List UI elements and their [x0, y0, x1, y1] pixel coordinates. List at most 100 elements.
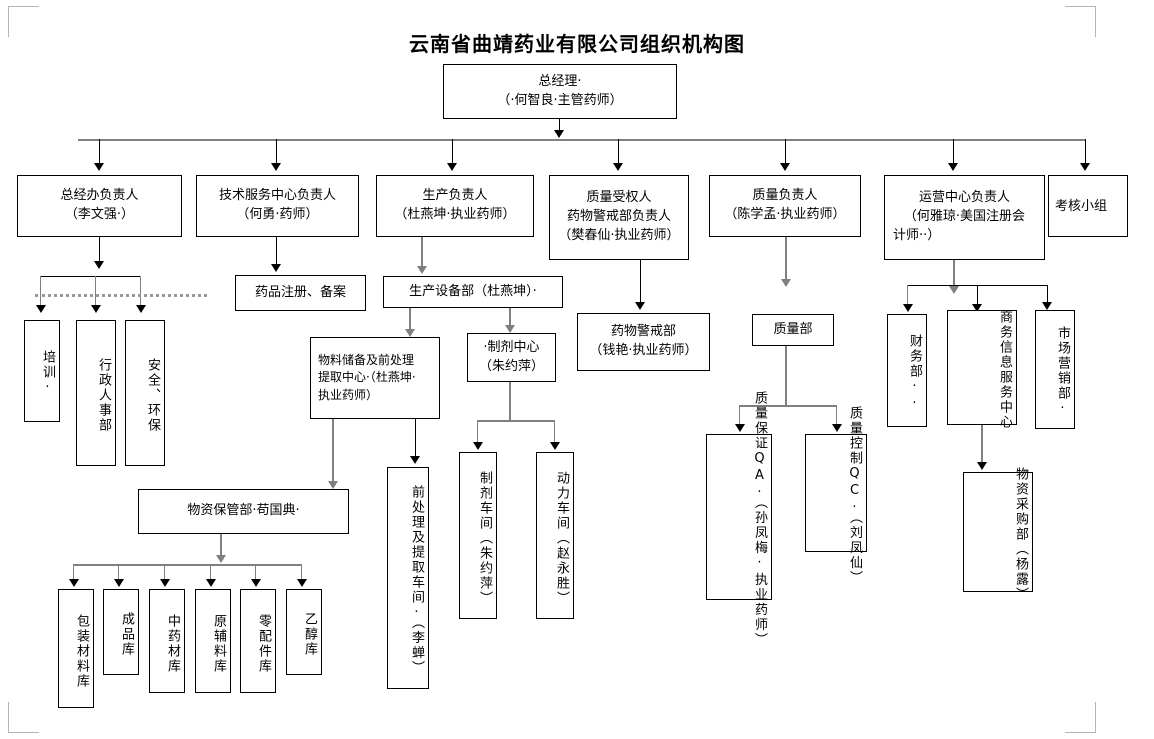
herb-warehouse-label: 中药材库 — [165, 613, 180, 674]
connector-operation-stem — [953, 260, 955, 290]
node-business-info-center: 商务信息服务 中心 — [947, 310, 1017, 430]
node-tech-service-head: 技术服务中心负责人 （何勇·药师） — [196, 175, 359, 237]
arrow-to-prep-center — [505, 325, 515, 333]
node-training: 培训· — [24, 320, 60, 422]
pv-line2: （钱艳·执业药师） — [589, 343, 698, 358]
business-col2: 中心 — [997, 400, 1012, 430]
arrow-to-audit — [1080, 163, 1090, 171]
arrow-to-hr — [91, 305, 101, 313]
arrow-to-safety — [136, 305, 146, 313]
material-center-line2: 提取中心·（杜燕坤· — [318, 370, 416, 385]
connector-prep-drop-2 — [554, 420, 555, 445]
arrow-to-storage-dept — [328, 481, 338, 489]
hr-label: 行政人事部 — [96, 358, 111, 433]
connector-prep-stem — [509, 382, 511, 422]
audit-line1: 考核小组 — [1055, 198, 1108, 214]
prep-center-line2: （朱约萍） — [478, 358, 544, 374]
node-marketing-dept: 市场营销部· — [1035, 310, 1075, 429]
arrow-to-raw-warehouse — [206, 579, 216, 587]
arrow-to-registration — [271, 264, 281, 272]
connector-office-stem — [99, 237, 100, 264]
pretreat-workshop-label: 前处理及提取车间·（李蝉） — [409, 485, 424, 676]
quality-dept-label: 质量部 — [773, 321, 813, 337]
arrow-to-office — [94, 163, 104, 171]
node-packaging-warehouse: 包装材料库 — [58, 589, 94, 708]
connector-wh-drop-1 — [73, 564, 74, 582]
qp-line2: 药物警戒部负责人 — [566, 209, 671, 225]
connector-wh-drop-5 — [255, 564, 256, 582]
connector-op-drop-marketing — [1047, 285, 1048, 305]
node-audit-team: 考核小组 — [1048, 175, 1128, 237]
node-preparation-center: ·制剂中心 （朱约萍） — [467, 333, 556, 382]
node-pretreat-workshop: 前处理及提取车间·（李蝉） — [387, 467, 429, 689]
connector-drop-audit — [1085, 139, 1086, 165]
connector-op-drop-business — [977, 285, 978, 307]
storage-dept-label: 物资保管部·苟国典· — [187, 503, 300, 519]
arrow-to-qa — [735, 424, 745, 432]
node-qualified-person: 质量受权人 药物警戒部负责人 （樊春仙·执业药师） — [549, 175, 689, 260]
node-pharmacovigilance-dept: 药物警戒部 （钱艳·执业药师） — [577, 313, 710, 371]
node-quality-assurance: 质量保证QA·（孙凤梅·执业药师） — [706, 391, 772, 648]
connector-qualitydept-stem — [785, 346, 787, 406]
connector-gm-stem — [559, 119, 560, 133]
arrow-to-production — [447, 163, 457, 171]
arrow-operation-stem — [949, 286, 959, 294]
node-office-head: 总经办负责人 （李文强·） — [17, 175, 182, 237]
power-workshop-label: 动力车间（赵永胜） — [554, 470, 569, 606]
procurement-col1: 物资采购部 — [1013, 467, 1028, 542]
node-material-storage-center: 物料储备及前处理 提取中心·（杜燕坤· 执业药师） — [310, 337, 440, 419]
marketing-label: 市场营销部· — [1055, 326, 1070, 418]
arrow-to-qc — [832, 424, 842, 432]
tech-line2: （何勇·药师） — [236, 207, 319, 222]
arrow-to-training — [36, 305, 46, 313]
material-center-line1: 物料储备及前处理 — [318, 352, 415, 367]
node-preparation-workshop: 制剂车间（朱约萍） — [459, 452, 497, 619]
arrow-to-finance — [903, 304, 913, 312]
connector-op-drop-finance — [907, 285, 908, 307]
equipment-label: 生产设备部（杜燕坤）· — [409, 283, 537, 299]
finance-label: 财务部·· — [907, 333, 922, 413]
connector-wh-drop-4 — [210, 564, 211, 582]
arrow-to-material-center — [405, 329, 415, 337]
connector-office-bus — [40, 276, 140, 277]
raw-warehouse-label: 原辅料库 — [211, 613, 226, 674]
office-line2: （李文强·） — [64, 207, 135, 222]
arrow-to-pv-dept — [635, 302, 645, 310]
production-line2: （杜燕坤·执业药师） — [394, 207, 516, 222]
connector-dotted-divider — [35, 294, 207, 297]
tech-line1: 技术服务中心负责人 — [218, 188, 336, 204]
arrow-to-equipment — [417, 266, 427, 274]
node-procurement-dept: 物资采购部 （杨露） — [963, 467, 1033, 602]
connector-equipment-drop-material — [409, 308, 411, 332]
arrow-to-quality-dept — [781, 279, 791, 287]
node-operation-head: 运营中心负责人 （何雅琼·美国注册会 计师··） — [884, 175, 1045, 260]
connector-qc-drop — [836, 405, 837, 427]
operation-line3: 计师··） — [893, 227, 941, 243]
connector-tech-stem — [276, 237, 277, 267]
business-col1: 商务信息服务 — [997, 310, 1012, 400]
node-raw-material-warehouse: 原辅料库 — [195, 589, 231, 693]
finished-warehouse-label: 成品库 — [119, 612, 134, 657]
arrow-to-packaging-warehouse — [69, 579, 79, 587]
connector-office-drop-safety — [140, 276, 141, 308]
connector-drop-quality — [785, 139, 786, 165]
connector-drop-qp — [618, 139, 619, 165]
connector-drop-office — [99, 139, 100, 165]
arrow-gm-to-bus — [554, 130, 564, 138]
packaging-warehouse-label: 包装材料库 — [74, 613, 89, 689]
quality-line2: （陈学孟·执业药师） — [724, 207, 846, 222]
prep-workshop-label: 制剂车间（朱约萍） — [477, 470, 492, 606]
qp-line3: （樊春仙·执业药师） — [558, 227, 680, 243]
node-finished-warehouse: 成品库 — [103, 589, 139, 675]
connector-storage-stem — [220, 534, 222, 558]
chart-title: 云南省曲靖药业有限公司组织机构图 — [409, 32, 745, 56]
crop-mark-top-left — [8, 6, 39, 37]
quality-line1: 质量负责人 — [752, 188, 818, 204]
registration-label: 药品注册、备案 — [254, 284, 346, 300]
node-material-storage-dept: 物资保管部·苟国典· — [138, 489, 349, 534]
material-center-line3: 执业药师） — [318, 387, 379, 402]
crop-mark-top-right — [1065, 6, 1096, 37]
connector-qualitydept-bus — [739, 405, 837, 407]
connector-prep-bus — [477, 420, 555, 422]
node-production-head: 生产负责人 （杜燕坤·执业药师） — [376, 175, 534, 237]
